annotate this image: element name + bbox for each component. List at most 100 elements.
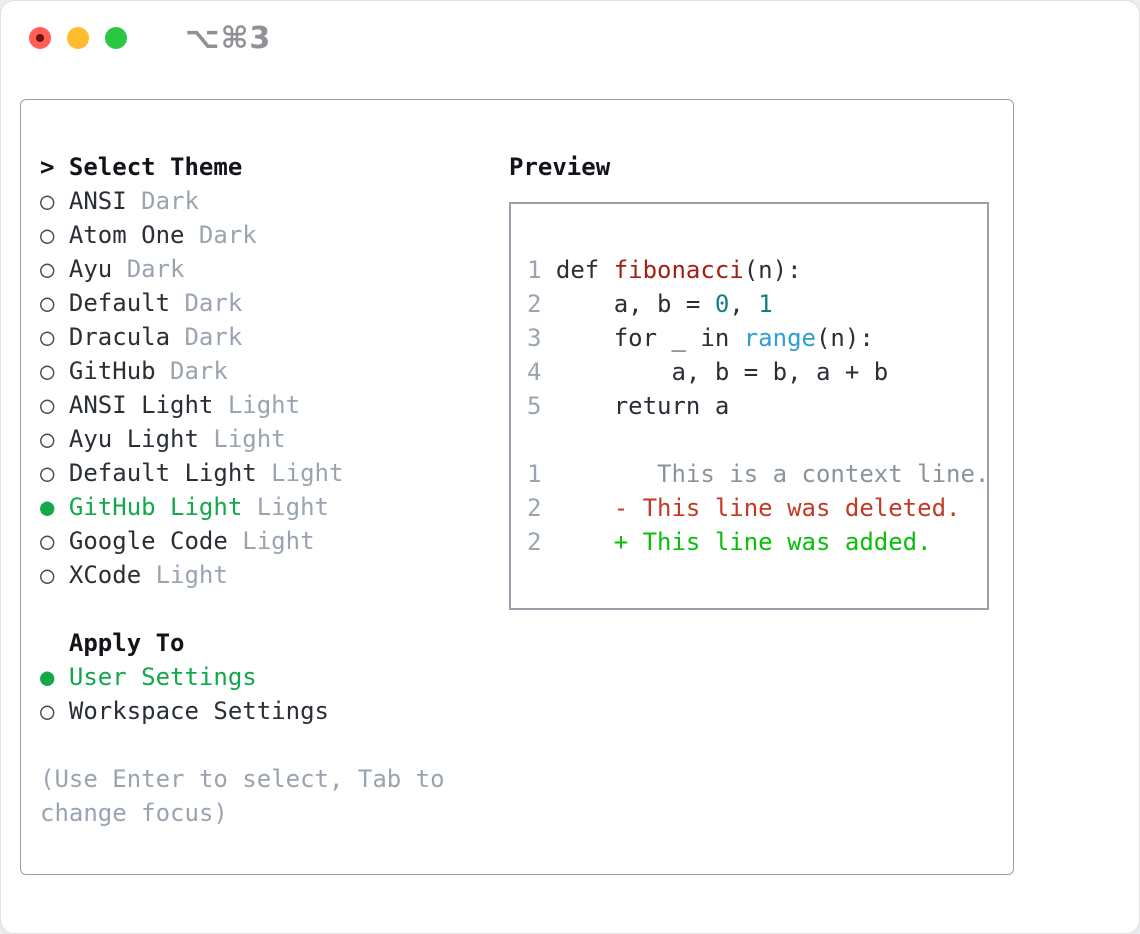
theme-name: GitHub Light: [68, 493, 243, 521]
code-line: 1 def fibonacci(n):: [527, 253, 987, 287]
apply-to-list: ● User Settings ○Workspace Settings: [40, 660, 480, 728]
code-token: + This line was added.: [555, 528, 932, 556]
radio-icon: ○: [40, 323, 55, 351]
code-token: a, b = b, a + b: [555, 358, 889, 386]
radio-icon: ○: [40, 527, 55, 555]
code-line: 3 for _ in range(n):: [527, 321, 987, 355]
radio-icon: ○: [40, 221, 55, 249]
theme-name: Ayu: [68, 255, 113, 283]
theme-variant-tag: Light: [256, 493, 329, 521]
theme-name: Default Light: [68, 459, 257, 487]
theme-variant-tag: Dark: [184, 323, 243, 351]
theme-name: ANSI Light: [68, 391, 214, 419]
theme-option-google-code[interactable]: ○ Google Code Light: [40, 524, 480, 558]
spacer: [40, 728, 480, 762]
code-token: ,: [729, 290, 759, 318]
zoom-button[interactable]: [105, 27, 127, 49]
theme-option-default-light[interactable]: ○ Default Light Light: [40, 456, 480, 490]
theme-name: Ayu Light: [68, 425, 199, 453]
radio-icon: ○: [40, 425, 55, 453]
theme-option-ansi-light[interactable]: ○ ANSI Light Light: [40, 388, 480, 422]
radio-selected-icon: ●: [40, 493, 55, 521]
theme-option-github-light[interactable]: ● GitHub Light Light: [40, 490, 480, 524]
code-line: 4 a, b = b, a + b: [527, 355, 987, 389]
theme-name: ANSI: [68, 187, 127, 215]
apply-option-label: User Settings: [68, 663, 257, 691]
radio-selected-icon: ●: [40, 663, 55, 691]
code-token: This is a context line.: [555, 460, 989, 488]
code-line: 2 + This line was added.: [527, 525, 987, 559]
theme-name: XCode: [68, 561, 142, 589]
code-line: 2 - This line was deleted.: [527, 491, 987, 525]
code-token: fibonacci: [613, 256, 744, 284]
theme-variant-tag: Dark: [170, 357, 228, 385]
line-number: 4: [527, 358, 542, 386]
line-number: 3: [527, 324, 542, 352]
code-token: return a: [555, 392, 730, 420]
apply-to-indent: [40, 626, 69, 660]
apply-option-user-settings[interactable]: ● User Settings: [40, 660, 480, 694]
apply-option-label: Workspace Settings: [68, 697, 329, 725]
theme-option-xcode[interactable]: ○ XCode Light: [40, 558, 480, 592]
select-theme-label: Select Theme: [68, 153, 243, 181]
code-token: def: [555, 256, 614, 284]
theme-name: Dracula: [68, 323, 171, 351]
theme-name: Atom One: [68, 221, 185, 249]
close-button[interactable]: [29, 27, 51, 49]
code-line: 1 This is a context line.: [527, 457, 987, 491]
radio-icon: ○: [40, 391, 55, 419]
spacer: [40, 592, 480, 626]
minimize-button[interactable]: [67, 27, 89, 49]
line-number: 1: [527, 256, 542, 284]
window-titlebar: ⌥⌘3: [1, 1, 1139, 75]
theme-name: GitHub: [68, 357, 156, 385]
window-title: ⌥⌘3: [185, 20, 272, 56]
theme-variant-tag: Dark: [141, 187, 199, 215]
theme-option-default[interactable]: ○ Default Dark: [40, 286, 480, 320]
line-number: 2: [527, 290, 542, 318]
code-token: - This line was deleted.: [555, 494, 961, 522]
line-number: 2: [527, 494, 542, 522]
code-token: a, b =: [555, 290, 715, 318]
radio-icon: ○: [40, 187, 55, 215]
close-dot-icon: [36, 34, 44, 42]
select-theme-header: > Select Theme: [40, 150, 480, 184]
apply-to-header: Apply To: [40, 626, 480, 660]
prompt-caret-icon: >: [40, 153, 55, 181]
theme-variant-tag: Light: [242, 527, 315, 555]
code-token: for _ in: [555, 324, 744, 352]
line-number: 2: [527, 528, 542, 556]
code-token: (n):: [743, 256, 802, 284]
apply-to-label: Apply To: [68, 629, 185, 657]
theme-option-dracula[interactable]: ○ Dracula Dark: [40, 320, 480, 354]
code-token: (n):: [815, 324, 874, 352]
line-number: 5: [527, 392, 542, 420]
code-line: 5 return a: [527, 389, 987, 423]
code-token: 1: [758, 290, 773, 318]
radio-icon: ○: [40, 255, 55, 283]
apply-option-workspace-settings[interactable]: ○Workspace Settings: [40, 694, 480, 728]
theme-variant-tag: Light: [155, 561, 228, 589]
theme-name: Default: [68, 289, 171, 317]
theme-variant-tag: Dark: [184, 289, 243, 317]
theme-variant-tag: Light: [271, 459, 344, 487]
theme-variant-tag: Light: [227, 391, 301, 419]
code-token: 0: [714, 290, 730, 318]
radio-icon: ○: [40, 561, 55, 589]
hint-text: (Use Enter to select, Tab to change focu…: [40, 765, 445, 827]
radio-icon: ○: [40, 459, 55, 487]
theme-name: Google Code: [68, 527, 228, 555]
theme-option-ansi[interactable]: ○ ANSI Dark: [40, 184, 480, 218]
code-line: [527, 423, 987, 457]
radio-icon: ○: [40, 289, 55, 317]
